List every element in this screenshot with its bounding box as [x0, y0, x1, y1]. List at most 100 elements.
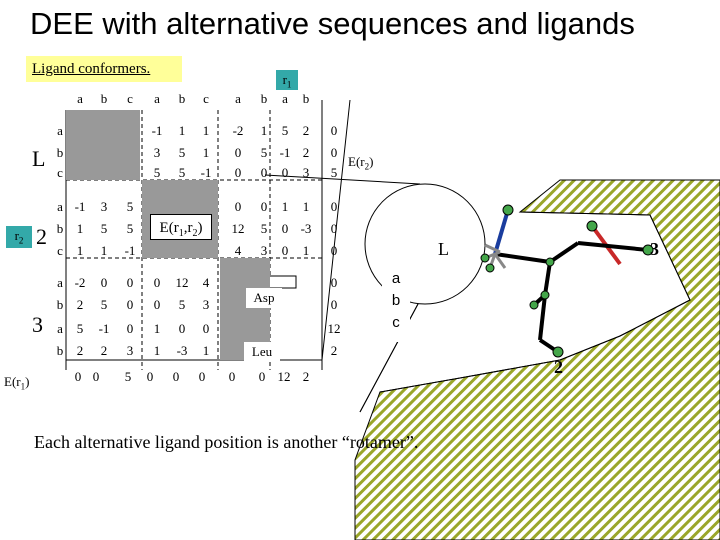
matrix-cell: 2 [302, 123, 310, 138]
e-r2-label: E(r2) [348, 154, 374, 172]
matrix-cell: 0 [234, 165, 242, 180]
matrix-cell: 3 [100, 199, 108, 214]
abc-label-c: c [392, 314, 400, 331]
r1-tag: r1 [276, 70, 298, 90]
column-header: a [282, 91, 288, 106]
group-label-2: 2 [36, 224, 47, 249]
bottom-cell: 0 [258, 369, 266, 384]
column-header: b [178, 91, 186, 106]
matrix-cell: 1 [202, 145, 210, 160]
column-header: a [154, 91, 160, 106]
bond-black-3 [577, 241, 649, 252]
group-label-L: L [32, 146, 46, 171]
matrix-cell: 0 [330, 123, 338, 138]
matrix-cell: 0 [330, 145, 338, 160]
matrix-cell: 5 [260, 221, 268, 236]
row-label: a [57, 123, 63, 138]
matrix-cell: -3 [176, 343, 188, 358]
bond-black-4 [543, 261, 552, 296]
bond-gray-4 [493, 253, 507, 269]
matrix-cell: 3 [202, 297, 210, 312]
matrix-cell: 5 [281, 123, 289, 138]
matrix-cell: 5 [76, 321, 84, 336]
row-label: b [56, 145, 64, 160]
bottom-cell: 12 [277, 369, 291, 384]
diagram-site-3: 3 [650, 239, 659, 259]
page-title: DEE with alternative sequences and ligan… [30, 6, 635, 41]
r2-tag-main: r [14, 228, 19, 243]
matrix-cell: -2 [74, 275, 86, 290]
atom [485, 263, 495, 273]
matrix-cell: 0 [153, 275, 161, 290]
matrix-cell: 3 [302, 165, 310, 180]
matrix-cell: 3 [260, 243, 268, 258]
pocket-outline [379, 211, 691, 393]
matrix-cell: 1 [76, 221, 84, 236]
ligand-bonds [484, 209, 649, 354]
matrix-cell: 5 [126, 199, 134, 214]
matrix-cell: 0 [202, 321, 210, 336]
matrix-cell: 1 [302, 199, 310, 214]
bond-black-6 [538, 294, 547, 341]
diagram-site-2: 2 [554, 357, 563, 377]
r1-tag-main: r [282, 72, 287, 87]
matrix-cell: -1 [98, 321, 110, 336]
bottom-cell: 0 [74, 369, 82, 384]
r1-tag-sub: 1 [286, 79, 292, 90]
matrix-cell: 0 [281, 165, 289, 180]
atom [480, 253, 490, 263]
matrix-cell: 1 [202, 343, 210, 358]
matrix-cell: 0 [178, 321, 186, 336]
matrix-cell: 1 [260, 123, 268, 138]
ligand-atoms [480, 204, 654, 358]
matrix-cell: 0 [281, 243, 289, 258]
atom [540, 290, 550, 300]
column-header: b [302, 91, 310, 106]
atom [642, 244, 654, 256]
matrix-cell: 1 [302, 243, 310, 258]
matrix-cell: 0 [126, 275, 134, 290]
matrix-cell: 4 [202, 275, 210, 290]
group-label-3: 3 [32, 312, 43, 337]
matrix-cell: 12 [175, 275, 189, 290]
column-header: a [235, 91, 241, 106]
matrix-cell: 2 [330, 343, 338, 358]
matrix-cell: 0 [234, 199, 242, 214]
matrix-cell: 12 [231, 221, 245, 236]
matrix-cell: 0 [100, 275, 108, 290]
matrix-cell: -1 [151, 123, 163, 138]
atom [529, 300, 539, 310]
bottom-cell: 2 [302, 369, 310, 384]
asp-label: Asp [246, 288, 282, 308]
matrix-cell: 0 [330, 199, 338, 214]
matrix-cell: 0 [330, 243, 338, 258]
matrix-cell: 5 [178, 165, 186, 180]
leu-label: Leu [244, 342, 280, 362]
matrix-cell: 1 [153, 321, 161, 336]
matrix-cell: -1 [279, 145, 291, 160]
r2-tag-sub: 2 [18, 235, 24, 246]
matrix-cell: 5 [153, 165, 161, 180]
ligand-conformers-label: Ligand conformers. [26, 56, 182, 82]
abc-label-a: a [391, 270, 401, 287]
matrix-cell: 0 [234, 145, 242, 160]
matrix-cell: 5 [178, 297, 186, 312]
row-label: a [57, 275, 63, 290]
matrix-cell: 1 [76, 243, 84, 258]
r2-tag: r2 [6, 226, 32, 248]
matrix-cell: 0 [281, 221, 289, 236]
matrix-cell: -1 [74, 199, 86, 214]
matrix-cell: 5 [100, 297, 108, 312]
matrix-cell: 0 [330, 297, 338, 312]
column-header: c [127, 91, 133, 106]
column-header: b [260, 91, 268, 106]
matrix-cell: 1 [178, 123, 186, 138]
matrix-cell: 0 [126, 297, 134, 312]
bottom-cell: 0 [172, 369, 180, 384]
diag-block-L [66, 110, 140, 180]
diagram-ligand-label: L [438, 239, 449, 259]
matrix-cell: 0 [330, 221, 338, 236]
matrix-cell: 2 [302, 145, 310, 160]
bond-gray-1 [484, 243, 501, 254]
